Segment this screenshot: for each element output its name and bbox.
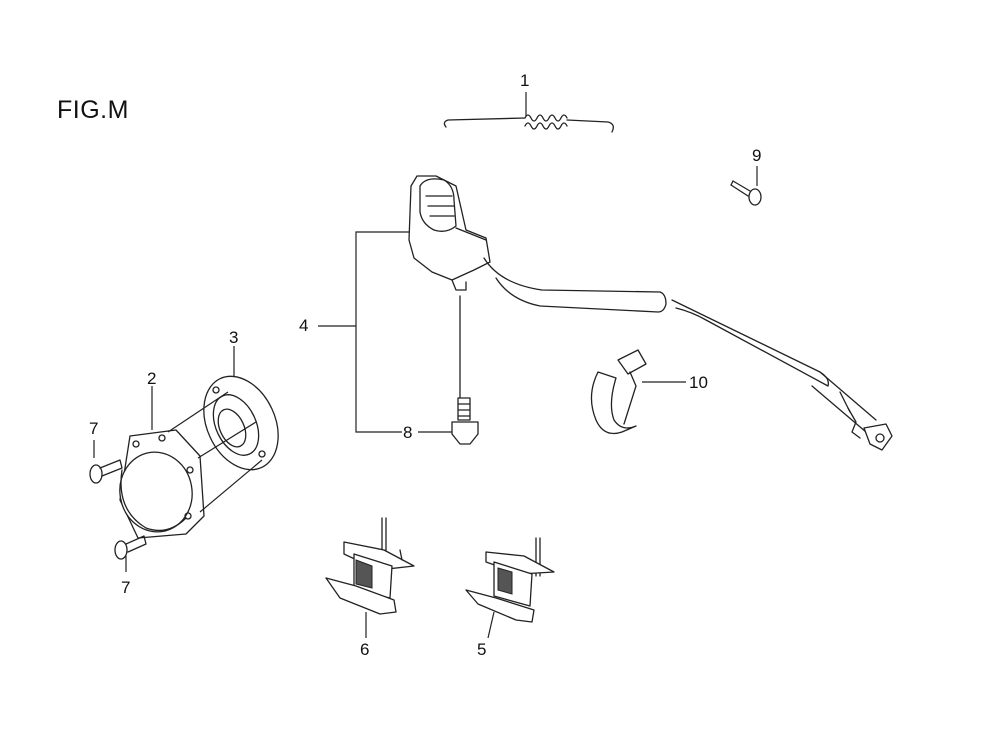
callout-6: 6 — [360, 640, 370, 659]
screw-part-8 — [418, 295, 479, 445]
callout-2: 2 — [147, 369, 157, 388]
callout-10: 10 — [689, 373, 708, 392]
plate-part-3 — [203, 346, 279, 471]
screw-part-9 — [730, 166, 762, 206]
callout-7-lower: 7 — [121, 578, 131, 597]
cover-part-2 — [119, 386, 263, 539]
screw-part-7-lower — [114, 535, 147, 572]
callout-1: 1 — [520, 71, 530, 90]
mount-part-6 — [325, 517, 415, 638]
clip-part-10 — [590, 349, 686, 435]
callout-3: 3 — [229, 328, 239, 347]
stop-switch-part-4 — [408, 175, 893, 451]
callout-7-upper: 7 — [89, 419, 99, 438]
callout-4: 4 — [299, 316, 309, 335]
mount-part-5 — [465, 537, 555, 639]
bracket-part-4 — [318, 231, 409, 433]
figure-title: FIG.M — [57, 96, 129, 124]
screw-part-7-upper — [89, 440, 123, 484]
callout-8: 8 — [403, 423, 413, 442]
spring-part-1 — [443, 92, 614, 133]
callout-9: 9 — [752, 146, 762, 165]
callout-5: 5 — [477, 640, 487, 659]
